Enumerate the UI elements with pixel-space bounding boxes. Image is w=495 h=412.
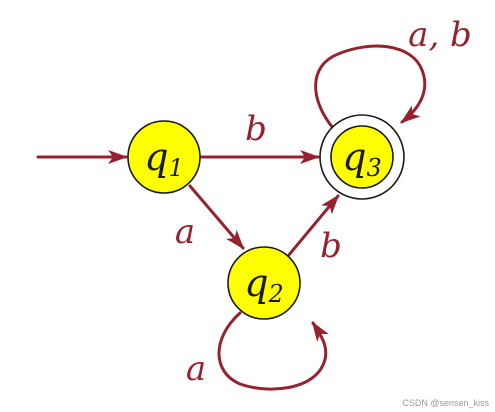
- state-label-q1: q1: [144, 135, 184, 182]
- transition-label-q1-q3: b: [245, 109, 267, 149]
- state-circle-q3: [330, 125, 394, 189]
- transition-label-q3-q3: a, b: [408, 15, 472, 55]
- transition-label-q2-q3: b: [320, 226, 342, 266]
- self-loop-q2: [217, 311, 329, 391]
- state-q1: q1: [127, 120, 201, 194]
- state-q2: q2: [227, 246, 301, 320]
- state-label-q2: q2: [244, 261, 284, 308]
- state-label-q3: q3: [342, 135, 382, 182]
- watermark-text: CSDN @sensen_kiss: [402, 398, 489, 408]
- transition-label-q1-q2: a: [175, 212, 195, 252]
- transition-q2-q3: [286, 194, 340, 258]
- state-circle-q2: [227, 246, 301, 320]
- state-circle-q1: [127, 120, 201, 194]
- transition-q1-q2: [188, 184, 245, 250]
- state-q3: q3: [319, 114, 405, 200]
- transition-label-q2-q2: a: [186, 349, 206, 389]
- self-loop-q3: [314, 44, 427, 130]
